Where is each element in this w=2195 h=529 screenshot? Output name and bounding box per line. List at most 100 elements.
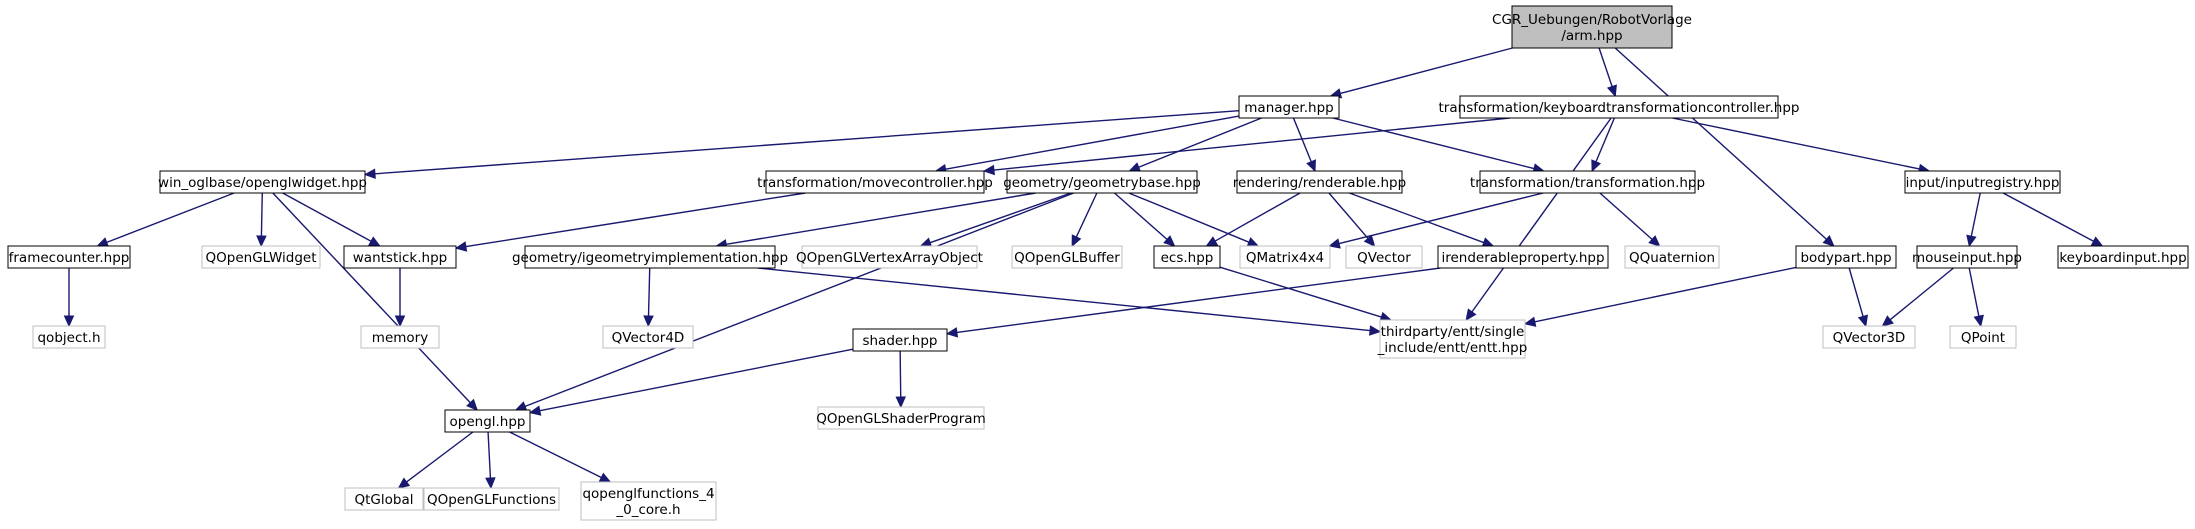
- edge-line: [1340, 47, 1513, 95]
- node-igeomimpl[interactable]: geometry/igeometryimplementation.hpp: [512, 245, 788, 269]
- arrowhead: [2090, 236, 2104, 247]
- node-box: [602, 325, 694, 349]
- arrowhead: [1966, 234, 1977, 248]
- arrowhead: [1465, 308, 1477, 321]
- node-box: [344, 487, 424, 511]
- edge-inputreg-to-kbinput: [2002, 192, 2104, 247]
- node-label: shader.hpp: [862, 333, 937, 349]
- node-oglw[interactable]: win_oglbase/openglwidget.hpp: [158, 170, 367, 194]
- node-box: [817, 406, 985, 430]
- node-label: CGR_Uebungen/RobotVorlage: [1492, 12, 1692, 28]
- node-bodypart[interactable]: bodypart.hpp: [1795, 245, 1897, 269]
- node-label: ecs.hpp: [1161, 250, 1214, 266]
- arrowhead: [514, 401, 528, 412]
- edge-opengl-to-qoglfunc40: [509, 431, 612, 483]
- node-label: irenderableproperty.hpp: [1441, 250, 1604, 266]
- node-box: [1236, 170, 1403, 194]
- node-label: wantstick.hpp: [353, 250, 447, 266]
- edge-line: [1114, 192, 1168, 240]
- edge-line: [647, 267, 651, 317]
- node-irendprop[interactable]: irenderableproperty.hpp: [1437, 245, 1609, 269]
- node-framecounter[interactable]: framecounter.hpp: [7, 245, 131, 269]
- arrowhead: [363, 168, 376, 180]
- edge-renderable-to-irendprop: [1349, 192, 1495, 248]
- node-root[interactable]: CGR_Uebungen/RobotVorlage/arm.hpp: [1492, 5, 1692, 49]
- node-label: QOpenGLVertexArrayObject: [796, 250, 983, 266]
- edge-wantstick-to-memory: [394, 268, 406, 328]
- arrowhead: [598, 472, 612, 483]
- edge-shader-to-qshaderprog: [895, 350, 906, 409]
- node-box: [1238, 95, 1340, 119]
- edge-line: [1968, 267, 1980, 317]
- edge-line: [1214, 192, 1301, 242]
- node-qmatrix: QMatrix4x4: [1239, 245, 1331, 269]
- node-label: win_oglbase/openglwidget.hpp: [158, 175, 367, 191]
- edge-opengl-to-qoglfunctions: [485, 431, 496, 490]
- node-label: QVector: [1357, 250, 1411, 266]
- edge-line: [1599, 192, 1653, 240]
- edge-line: [1338, 192, 1544, 245]
- node-box: [1904, 170, 2061, 194]
- edge-line: [509, 431, 602, 479]
- edge-oglw-to-opengl: [272, 192, 478, 411]
- node-wantstick[interactable]: wantstick.hpp: [343, 245, 457, 269]
- node-geombase[interactable]: geometry/geometrybase.hpp: [1003, 170, 1201, 194]
- node-label: geometry/geometrybase.hpp: [1003, 175, 1201, 191]
- node-box: [1511, 5, 1673, 49]
- arrowhead: [1328, 238, 1341, 249]
- node-qvector: QVector: [1345, 245, 1423, 269]
- node-qvector4d: QVector4D: [602, 325, 694, 349]
- edge-manager-to-transf: [1332, 117, 1545, 174]
- node-box: [580, 481, 717, 521]
- node-inputreg[interactable]: input/inputregistry.hpp: [1904, 170, 2061, 194]
- node-ktc[interactable]: transformation/keyboardtransformationcon…: [1439, 95, 1800, 119]
- node-renderable[interactable]: rendering/renderable.hpp: [1233, 170, 1406, 194]
- node-qoglfunctions: QOpenGLFunctions: [423, 487, 560, 511]
- edge-renderable-to-qvector: [1328, 192, 1376, 247]
- arrowhead: [63, 315, 75, 328]
- node-label: QMatrix4x4: [1246, 250, 1324, 266]
- edge-root-to-ktc: [1598, 47, 1617, 98]
- node-qoglwidget: QOpenGLWidget: [201, 245, 321, 269]
- node-mouseinput[interactable]: mouseinput.hpp: [1912, 245, 2022, 269]
- edge-geombase-to-opengl: [514, 192, 1074, 412]
- edge-line: [899, 350, 902, 398]
- edge-line: [1614, 47, 1827, 240]
- arrowhead: [528, 405, 542, 416]
- node-ecs[interactable]: ecs.hpp: [1153, 245, 1221, 269]
- node-box: [765, 170, 985, 194]
- node-transf[interactable]: transformation/transformation.hpp: [1470, 170, 1705, 194]
- node-shader[interactable]: shader.hpp: [852, 328, 948, 352]
- edge-geombase-to-qvao: [919, 192, 1072, 248]
- node-opengl[interactable]: opengl.hpp: [444, 409, 531, 433]
- node-label: opengl.hpp: [450, 414, 526, 430]
- node-label: input/inputregistry.hpp: [1906, 175, 2060, 191]
- arrowhead: [643, 315, 654, 328]
- node-label: QOpenGLWidget: [206, 250, 317, 266]
- node-box: [444, 409, 531, 433]
- node-box: [1459, 95, 1779, 119]
- node-label: mouseinput.hpp: [1912, 250, 2022, 266]
- node-label: QOpenGLShaderProgram: [816, 411, 985, 427]
- edge-igeomimpl-to-qvector4d: [643, 267, 654, 328]
- arrowhead: [1205, 236, 1219, 247]
- node-box: [1949, 325, 2017, 349]
- arrowhead: [397, 477, 411, 489]
- node-box: [1011, 245, 1123, 269]
- node-kbinput[interactable]: keyboardinput.hpp: [2057, 245, 2189, 269]
- node-label: qopenglfunctions_4: [582, 486, 714, 502]
- edge-line: [539, 348, 854, 412]
- node-box: [343, 245, 457, 269]
- edge-line: [1889, 267, 1954, 321]
- edge-oglw-to-framecounter: [96, 192, 235, 248]
- node-manager[interactable]: manager.hpp: [1238, 95, 1340, 119]
- edge-transf-to-qmatrix: [1328, 192, 1544, 249]
- node-movec[interactable]: transformation/movecontroller.hpp: [757, 170, 993, 194]
- edge-manager-to-oglw: [363, 109, 1240, 180]
- node-box: [1795, 245, 1897, 269]
- node-box: [1239, 245, 1331, 269]
- node-label: geometry/igeometryimplementation.hpp: [512, 250, 788, 266]
- node-qquat: QQuaternion: [1624, 245, 1720, 269]
- edge-line: [1292, 117, 1312, 163]
